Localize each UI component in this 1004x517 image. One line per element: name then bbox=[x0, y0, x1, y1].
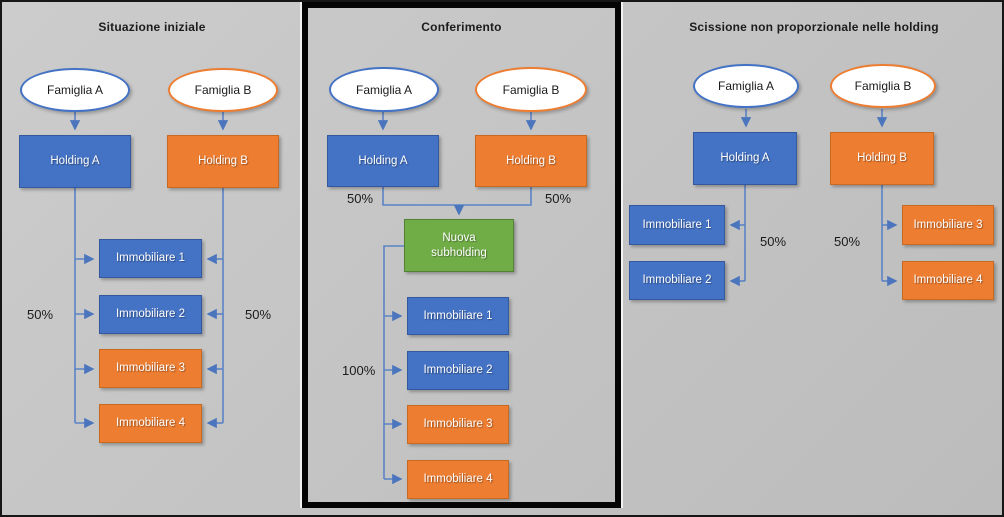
percent-label-holding-b: 50% bbox=[834, 234, 861, 249]
family-b-oval: Famiglia B bbox=[475, 67, 587, 112]
percent-label-holding-b: 50% bbox=[545, 191, 572, 206]
panel-conferimento: Conferimento Famiglia A Famiglia B Holdi… bbox=[302, 2, 621, 508]
family-a-oval: Famiglia A bbox=[693, 64, 799, 108]
subsidiary-box-immobiliare-1: Immobiliare 1 bbox=[629, 205, 725, 245]
subsidiary-box-immobiliare-2: Immobiliare 2 bbox=[629, 261, 725, 300]
family-a-oval: Famiglia A bbox=[329, 67, 439, 112]
percent-label-holding-a: 50% bbox=[760, 234, 787, 249]
subsidiary-box-immobiliare-2: Immobiliare 2 bbox=[99, 295, 202, 334]
family-b-oval: Famiglia B bbox=[168, 68, 278, 112]
panel-title: Conferimento bbox=[421, 20, 502, 34]
subsidiary-box-immobiliare-2: Immobiliare 2 bbox=[407, 351, 509, 390]
subsidiary-box-immobiliare-4: Immobiliare 4 bbox=[407, 460, 509, 499]
merge-lines-to-subholding bbox=[382, 187, 532, 216]
holding-b-box: Holding B bbox=[830, 132, 934, 185]
holding-a-ownership-lines bbox=[729, 185, 746, 287]
subsidiary-box-immobiliare-1: Immobiliare 1 bbox=[99, 239, 202, 278]
panel-scissione: Scissione non proporzionale nelle holdin… bbox=[622, 2, 1004, 515]
holding-b-box: Holding B bbox=[475, 135, 587, 187]
holding-b-box: Holding B bbox=[167, 135, 279, 188]
subsidiary-box-immobiliare-1: Immobiliare 1 bbox=[407, 297, 509, 335]
holding-a-box: Holding A bbox=[327, 135, 439, 187]
subsidiary-box-immobiliare-3: Immobiliare 3 bbox=[902, 205, 994, 245]
subsidiary-box-immobiliare-4: Immobiliare 4 bbox=[902, 261, 994, 300]
holding-a-box: Holding A bbox=[19, 135, 131, 188]
holding-a-box: Holding A bbox=[693, 132, 797, 185]
subsidiary-box-immobiliare-4: Immobiliare 4 bbox=[99, 404, 202, 443]
panel-title: Situazione iniziale bbox=[98, 20, 206, 34]
percent-label-subholding: 100% bbox=[342, 363, 376, 378]
subholding-ownership-lines bbox=[383, 245, 404, 485]
panel-situazione-iniziale: Situazione iniziale Famiglia A Famiglia … bbox=[2, 2, 302, 515]
percent-label-holding-b: 50% bbox=[245, 307, 272, 322]
subsidiary-box-immobiliare-3: Immobiliare 3 bbox=[407, 405, 509, 444]
holding-b-ownership-lines bbox=[881, 185, 898, 287]
family-b-oval: Famiglia B bbox=[830, 64, 936, 108]
percent-label-holding-a: 50% bbox=[27, 307, 54, 322]
connector-layer-panel-3 bbox=[729, 109, 898, 287]
subholding-box: Nuova subholding bbox=[404, 219, 514, 272]
subsidiary-box-immobiliare-3: Immobiliare 3 bbox=[99, 349, 202, 388]
panel-title: Scissione non proporzionale nelle holdin… bbox=[689, 20, 939, 34]
holding-b-ownership-lines bbox=[206, 188, 224, 429]
percent-label-holding-a: 50% bbox=[347, 191, 374, 206]
family-a-oval: Famiglia A bbox=[20, 68, 130, 112]
holding-a-ownership-lines bbox=[74, 188, 95, 429]
